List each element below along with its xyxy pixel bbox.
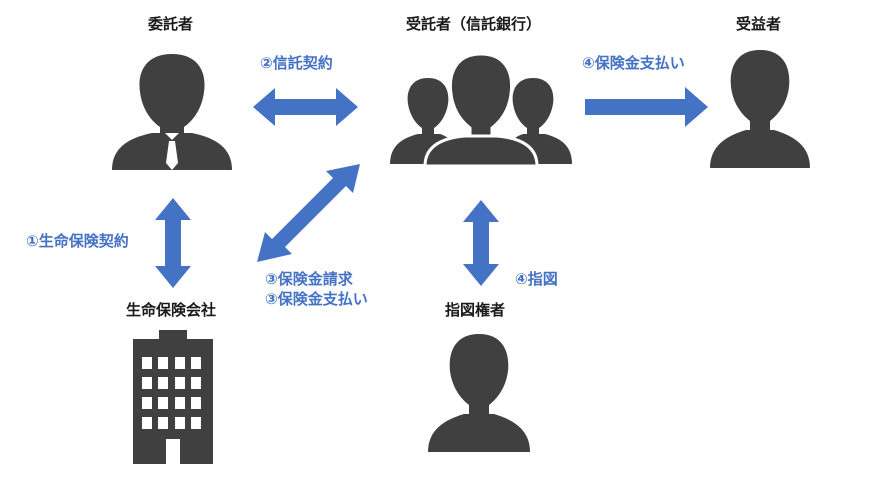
instruction-label: ④指図: [515, 270, 558, 288]
trustee-label: 受託者（信託銀行）: [406, 15, 542, 33]
trustee-group-icon: [390, 52, 572, 168]
insurer-label: 生命保険会社: [126, 301, 217, 319]
settlor-icon: [112, 54, 232, 170]
claim-label: ③保険金請求 ③保険金支払い: [265, 270, 368, 309]
life-insurance-contract-label: ①生命保険契約: [26, 232, 129, 250]
director-icon: [428, 334, 530, 452]
trust-contract-arrow: [253, 88, 358, 126]
settlor-label: 委託者: [148, 15, 194, 33]
instruction-arrow: [463, 200, 499, 286]
payout-label: ④保険金支払い: [582, 54, 685, 72]
claim-label-line2: ③保険金支払い: [265, 289, 368, 308]
beneficiary-icon: [710, 50, 810, 168]
payout-arrow: [585, 87, 708, 127]
beneficiary-label: 受益者: [736, 15, 782, 33]
building-icon: [133, 330, 213, 464]
director-label: 指図権者: [445, 301, 506, 319]
claim-label-line1: ③保険金請求: [265, 270, 353, 288]
life-insurance-arrow: [155, 198, 191, 288]
claim-arrow: [257, 164, 360, 262]
trust-contract-label: ②信託契約: [260, 54, 333, 72]
